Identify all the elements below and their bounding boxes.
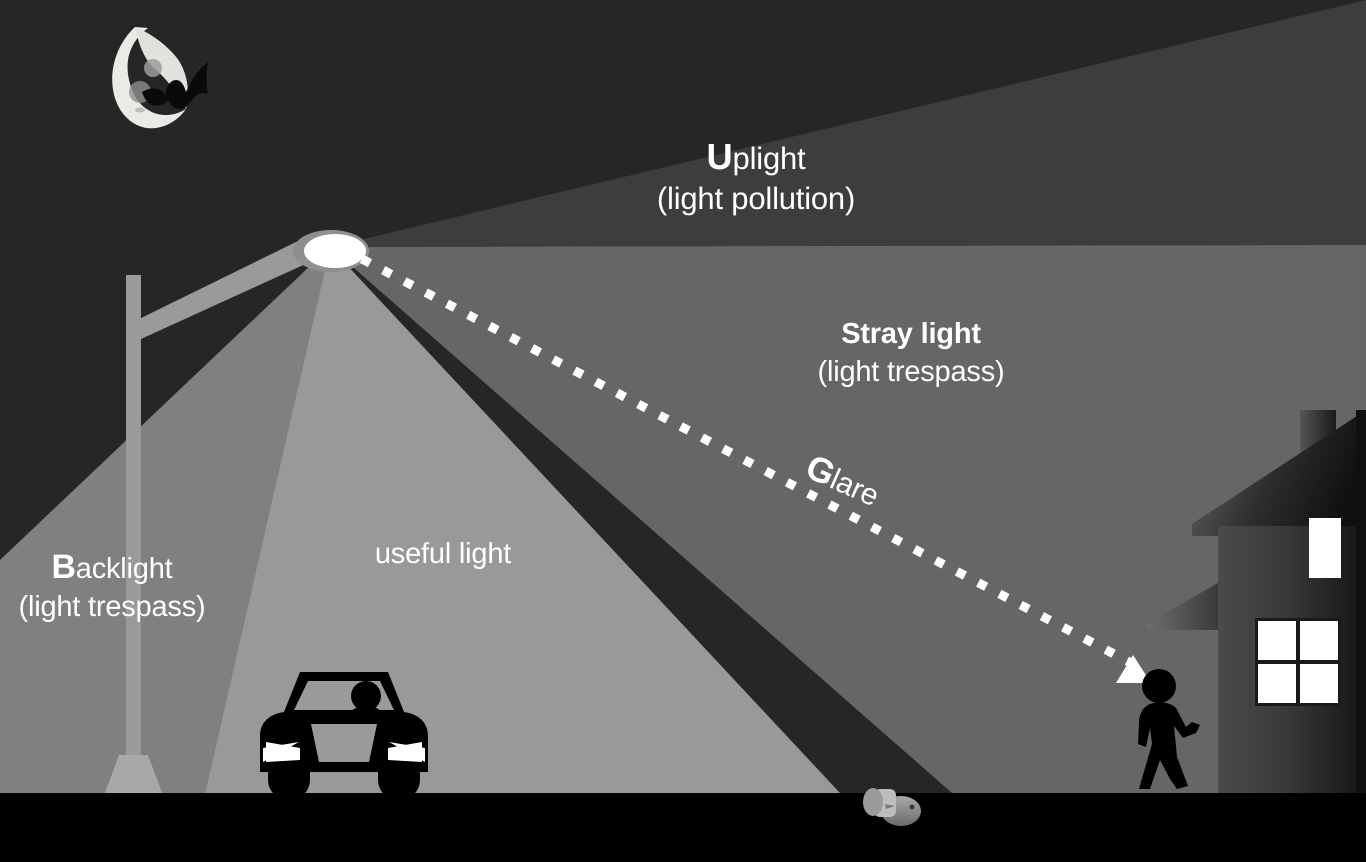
car-grille	[311, 724, 377, 762]
driver-silhouette	[345, 681, 387, 726]
useful-light-beam	[205, 247, 840, 793]
glare-arrow-icon	[1116, 655, 1151, 683]
label-stray-light: Stray light (light trespass)	[731, 318, 1091, 389]
small-animal	[863, 788, 921, 826]
house-porch-roof	[1147, 570, 1240, 630]
house-roof	[1192, 410, 1366, 536]
moon-crater-1	[144, 59, 162, 77]
car-front-view	[260, 672, 428, 800]
label-uplight-rest: plight	[732, 141, 806, 176]
lamp-glow	[304, 234, 366, 268]
lamp-base	[105, 755, 162, 793]
car-headlight-left-lower	[266, 742, 300, 762]
label-backlight-rest: acklight	[75, 553, 173, 585]
house-window-lower	[1255, 618, 1341, 706]
moon-crater-3	[135, 107, 145, 113]
house-edge	[1356, 410, 1366, 793]
lamp-arm	[133, 240, 312, 339]
label-stray-line1: Stray light	[841, 318, 981, 350]
car-headlight-right-lower	[388, 742, 422, 762]
pedestrian-silhouette	[1138, 669, 1200, 789]
label-backlight: Backlight (light trespass)	[0, 550, 292, 624]
stray-light-beam	[330, 245, 1366, 793]
uplight-beam	[330, 0, 1366, 247]
label-uplight-line2: (light pollution)	[656, 180, 856, 216]
street-lamp	[105, 230, 369, 793]
ground	[0, 793, 1366, 862]
lamp-pole	[126, 275, 141, 760]
label-backlight-line1: Backlight	[0, 550, 292, 585]
bat-icon	[142, 62, 208, 110]
label-backlight-cap: B	[51, 548, 76, 586]
label-uplight: Uplight (light pollution)	[576, 138, 936, 216]
glare-ray	[359, 255, 1138, 669]
label-stray-line2: (light trespass)	[817, 356, 1005, 389]
label-backlight-line2: (light trespass)	[18, 591, 206, 624]
house	[1147, 410, 1366, 793]
label-uplight-line1: Uplight	[576, 138, 936, 177]
label-useful-light: useful light	[374, 538, 512, 570]
label-uplight-cap: U	[706, 136, 733, 177]
house-window-upper	[1309, 518, 1341, 578]
backlight-beam	[0, 247, 330, 793]
